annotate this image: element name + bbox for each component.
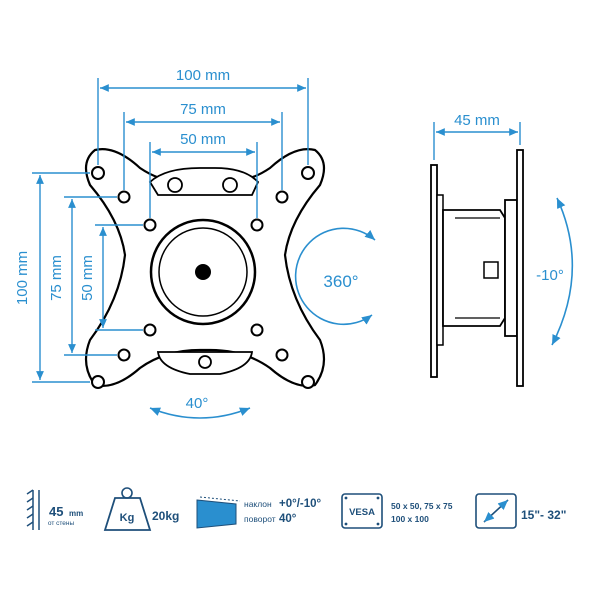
tilt-arrow [551,197,574,346]
weight-icon-text: Kg [120,512,135,524]
depth-unit: mm [69,509,83,518]
dim-100-vertical: 100 mm [14,251,31,305]
tilt-spec-label: наклон [244,499,272,509]
dim-100-horizontal: 100 mm [176,67,230,84]
spec-strip: 45 mm от стены Kg 20kg наклон +0°/-10° п… [26,487,566,531]
wall-distance-icon [26,489,40,530]
vesa-line-1: 50 x 50, 75 x 75 [391,501,453,511]
screen-size-value: 15"- 32" [521,508,566,522]
weight-icon [103,497,152,531]
turn-spec-label: поворот [244,514,276,524]
depth-caption: от стены [48,520,75,527]
rotation-arrow [294,227,376,326]
spec-angles: наклон +0°/-10° поворот 40° [196,496,322,529]
side-view: 45 mm -10° [430,112,574,387]
dim-50-vertical: 50 mm [79,255,96,301]
dim-75-horizontal: 75 mm [180,101,226,118]
tilt-label: -10° [536,267,564,284]
spec-screen: 15"- 32" [475,493,566,529]
horizontal-dimensions [97,78,309,218]
top-bracket [148,167,260,196]
vesa-icon-text: VESA [349,507,375,518]
vesa-holes [91,166,315,389]
center-bolt [195,264,211,280]
swivel-label: 40° [186,395,209,412]
swivel-arrow [149,407,251,419]
vertical-dimensions [32,172,143,383]
load-value: 20kg [152,509,179,523]
vesa-line-2: 100 x 100 [391,514,429,524]
dim-75-vertical: 75 mm [48,255,65,301]
turn-spec-value: 40° [279,513,297,525]
dim-50-horizontal: 50 mm [180,131,226,148]
screen-plate [504,199,518,337]
wall-plate [430,164,438,378]
depth-value: 45 [49,504,63,519]
front-view: 100 mm 75 mm 50 mm 100 mm 75 mm 50 mm 36… [14,67,376,419]
rotation-label: 360° [323,272,358,291]
tilt-spec-value: +0°/-10° [279,498,322,510]
vesa-icon [341,493,383,529]
screen-tilt-icon [196,496,241,529]
depth-dimension-label: 45 mm [454,112,500,129]
spec-vesa: VESA 50 x 50, 75 x 75 100 x 100 [341,493,453,529]
spec-load: Kg 20kg [103,487,179,531]
spec-depth: 45 mm от стены [26,489,83,530]
